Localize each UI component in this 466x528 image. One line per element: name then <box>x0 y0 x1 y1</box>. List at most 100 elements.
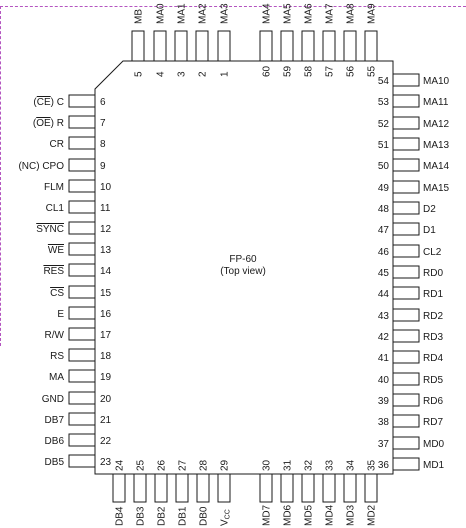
pin-number: 33 <box>325 459 336 471</box>
pin-label: MD1 <box>423 460 445 471</box>
pin-number: 15 <box>100 288 112 299</box>
pin-label: DB6 <box>45 436 65 447</box>
pin-label: (OE) R <box>33 118 64 129</box>
pin-lead <box>196 473 210 503</box>
pin-lead <box>68 263 96 277</box>
pin-number: 16 <box>100 309 112 320</box>
pin-number: 25 <box>136 459 147 471</box>
pin-lead <box>175 473 189 503</box>
pin-number: 36 <box>378 460 390 471</box>
pin-label: (NC) CPO <box>18 161 64 172</box>
pin-lead <box>392 94 420 108</box>
pin-number: 20 <box>100 394 112 405</box>
pin-number: 49 <box>378 183 390 194</box>
pin-lead <box>68 242 96 256</box>
pin-number: 7 <box>100 118 106 129</box>
pin-label: RD3 <box>423 332 443 343</box>
pin-lead <box>259 473 273 503</box>
pin-lead <box>322 473 336 503</box>
pin-lead <box>112 473 126 503</box>
pin-number: 54 <box>378 76 390 87</box>
pin-number: 30 <box>262 459 273 471</box>
pin-label: SYNC <box>36 224 64 235</box>
pin-lead <box>68 306 96 320</box>
pin-label: DB5 <box>45 457 65 468</box>
pin-number: 11 <box>100 203 111 214</box>
pin-lead <box>280 473 294 503</box>
pin-number: 37 <box>378 439 390 450</box>
pin-lead <box>280 30 294 62</box>
pin-lead <box>68 369 96 383</box>
selection-border-top <box>0 6 466 7</box>
pin-label: RES <box>43 266 64 277</box>
pin-label: MA12 <box>423 119 450 130</box>
pin-number: 35 <box>367 459 378 471</box>
pin-label: VCC <box>220 509 232 526</box>
pin-lead <box>68 327 96 341</box>
pin-number: 6 <box>100 97 106 108</box>
pin-number: 19 <box>100 372 112 383</box>
pin-label: MD0 <box>423 439 445 450</box>
pin-label: D1 <box>423 225 436 236</box>
pin-lead <box>392 116 420 130</box>
pin-lead <box>392 222 420 236</box>
pin-number: 27 <box>178 459 189 471</box>
pin-number: 60 <box>262 65 273 77</box>
pin-label: MD6 <box>283 504 294 526</box>
pin-label: GND <box>42 394 64 405</box>
pin-label: MA7 <box>325 3 336 24</box>
pin-number: 51 <box>378 140 390 151</box>
pin-number: 13 <box>100 245 112 256</box>
pin-label: RD1 <box>423 289 443 300</box>
pin-label: MA0 <box>156 3 167 24</box>
pin-lead <box>392 201 420 215</box>
pin-lead <box>259 30 273 62</box>
pin-lead <box>68 179 96 193</box>
pin-number: 55 <box>367 65 378 77</box>
pin-number: 31 <box>283 459 294 471</box>
pin-number: 8 <box>100 139 106 150</box>
pin-number: 53 <box>378 97 390 108</box>
pin-label: MA13 <box>423 140 450 151</box>
pin-label: MA9 <box>367 3 378 24</box>
pin-lead <box>392 308 420 322</box>
pin-number: 12 <box>100 224 112 235</box>
pin-lead <box>392 286 420 300</box>
pin-lead <box>343 30 357 62</box>
pin-label: RD4 <box>423 353 443 364</box>
package-name: FP-60 <box>229 254 257 265</box>
selection-border-left <box>0 6 1 346</box>
package-view: (Top view) <box>220 266 266 277</box>
pin-label: MA8 <box>346 3 357 24</box>
pin-label: MD2 <box>367 504 378 526</box>
pin-label: CL1 <box>46 203 65 214</box>
pin-lead <box>343 473 357 503</box>
pin-number: 18 <box>100 351 112 362</box>
pin-label: E <box>57 309 64 320</box>
pin-number: 29 <box>220 459 231 471</box>
pin-number: 38 <box>378 417 390 428</box>
pin-label: R/W <box>45 330 65 341</box>
pin-lead <box>322 30 336 62</box>
pin-number: 2 <box>198 71 209 77</box>
pin-lead <box>68 221 96 235</box>
pin-label: WE <box>48 245 64 256</box>
pin-number: 22 <box>100 436 112 447</box>
pin-label: RD5 <box>423 375 443 386</box>
pin-number: 52 <box>378 119 390 130</box>
pin-label: DB7 <box>45 415 65 426</box>
pin-lead <box>195 30 209 62</box>
pin-lead <box>154 473 168 503</box>
pin-number: 48 <box>378 204 390 215</box>
pin-number: 23 <box>100 457 112 468</box>
pin-label: MA1 <box>177 3 188 24</box>
pin-label: RD6 <box>423 396 443 407</box>
pin-number: 28 <box>199 459 210 471</box>
pin-number: 3 <box>177 71 188 77</box>
pin-number: 56 <box>346 65 357 77</box>
pin-number: 34 <box>346 459 357 471</box>
pin-lead <box>392 180 420 194</box>
pin-label: CS <box>50 288 64 299</box>
pin-number: 21 <box>100 415 112 426</box>
